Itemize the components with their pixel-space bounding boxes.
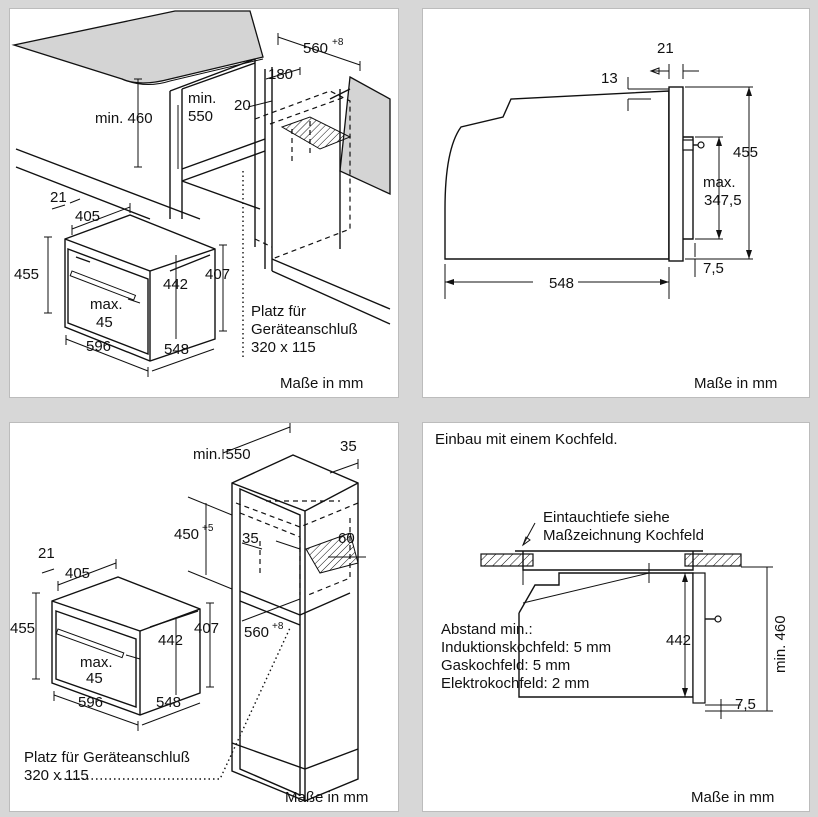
worktop-left xyxy=(480,553,534,567)
panel-title: Einbau mit einem Kochfeld. xyxy=(435,431,618,448)
dim-455: 455 xyxy=(733,144,758,161)
dim-min550: min. 550 xyxy=(193,446,251,463)
dim-60: 60 xyxy=(338,530,355,547)
diagram-tall-cabinet: min. 550 35 450 +5 35 60 560 +8 21 405 4… xyxy=(10,423,366,802)
distance-line: Elektrokochfeld: 2 mm xyxy=(441,675,590,692)
connector-cutout xyxy=(305,532,359,574)
dim-13: 13 xyxy=(601,70,618,87)
connector-note-line: 320 x 115 xyxy=(24,767,89,784)
diagram-side-profile: 21 13 455 max. 347,5 7,5 548 xyxy=(444,40,758,299)
dim-max45-value: 45 xyxy=(86,670,103,687)
oven-illustration xyxy=(51,576,201,716)
dim-max45-label: max. xyxy=(90,296,123,313)
dim-max45-label: max. xyxy=(80,654,113,671)
units-footer: Maße in mm xyxy=(280,375,364,392)
dim-35-top: 35 xyxy=(340,438,357,455)
callout-line: Maßzeichnung Kochfeld xyxy=(543,527,704,544)
distance-requirements: Abstand min.: Induktionskochfeld: 5 mm G… xyxy=(441,621,611,693)
tall-cabinet xyxy=(231,454,359,802)
distance-line: Induktionskochfeld: 5 mm xyxy=(441,639,612,656)
dim-405: 405 xyxy=(65,565,90,582)
dim-21: 21 xyxy=(38,545,55,562)
distance-line: Gaskochfeld: 5 mm xyxy=(441,657,571,674)
dim-442: 442 xyxy=(163,276,188,293)
dim-max3475-value: 347,5 xyxy=(704,192,742,209)
dim-20: 20 xyxy=(234,97,251,114)
dim-450: 450 xyxy=(174,526,199,543)
dim-560-tolerance: +8 xyxy=(272,621,284,632)
dim-548: 548 xyxy=(549,275,574,292)
units-footer: Maße in mm xyxy=(691,789,775,806)
panel-side-view: 21 13 455 max. 347,5 7,5 548 Maße in mm xyxy=(422,8,810,398)
dim-7-5: 7,5 xyxy=(735,696,756,713)
dim-455: 455 xyxy=(10,620,35,637)
connector-cutout xyxy=(280,116,352,150)
dim-560: 560 xyxy=(244,624,269,641)
diagram-cabinet-niche: 560 +8 180 20 min. 550 min. 460 21 405 4… xyxy=(11,10,391,377)
hob-outline xyxy=(515,550,703,571)
oven-side-profile xyxy=(444,90,670,260)
oven-profile xyxy=(518,572,694,698)
connector-note-line: Platz für Geräteanschluß xyxy=(24,749,190,766)
dim-560: 560 xyxy=(303,40,328,57)
dim-455: 455 xyxy=(14,266,39,283)
callout-immersion-depth: Eintauchtiefe siehe Maßzeichnung Kochfel… xyxy=(543,509,704,545)
dim-180: 180 xyxy=(268,66,293,83)
dim-min460: min. 460 xyxy=(772,615,789,673)
oven-front-panel xyxy=(692,572,706,704)
dim-548: 548 xyxy=(164,341,189,358)
dim-596: 596 xyxy=(86,338,111,355)
connector-note: Platz für Geräteanschluß 320 x 115 xyxy=(251,303,358,357)
dim-442: 442 xyxy=(158,632,183,649)
dim-405: 405 xyxy=(75,208,100,225)
dim-21: 21 xyxy=(50,189,67,206)
dim-450-tolerance: +5 xyxy=(202,523,214,534)
dim-min550-value: 550 xyxy=(188,108,213,125)
worktop-right xyxy=(684,553,742,567)
panel-hob-installation: Einbau mit einem Kochfeld. 442 7,5 xyxy=(422,422,810,812)
oven-illustration xyxy=(64,214,216,362)
connector-note: Platz für Geräteanschluß 320 x 115 xyxy=(24,749,190,785)
diagram-hob-section: 442 7,5 min. 460 xyxy=(480,522,789,719)
panel-installation-cabinet-top: 560 +8 180 20 min. 550 min. 460 21 405 4… xyxy=(9,8,399,398)
worktop-left xyxy=(11,10,264,84)
dim-548: 548 xyxy=(156,694,181,711)
dim-596: 596 xyxy=(78,694,103,711)
dim-min460: min. 460 xyxy=(95,110,153,127)
dim-min550-label: min. xyxy=(188,90,216,107)
callout-line: Eintauchtiefe siehe xyxy=(543,509,670,526)
dim-560-tolerance: +8 xyxy=(332,37,344,48)
dim-35-mid: 35 xyxy=(242,530,259,547)
dim-max45-value: 45 xyxy=(96,314,113,331)
distance-line: Abstand min.: xyxy=(441,621,533,638)
dim-407: 407 xyxy=(194,620,219,637)
dim-7-5: 7,5 xyxy=(703,260,724,277)
dim-442: 442 xyxy=(666,632,691,649)
panel-installation-tall-cabinet: min. 550 35 450 +5 35 60 560 +8 21 405 4… xyxy=(9,422,399,812)
dim-max3475-label: max. xyxy=(703,174,736,191)
connector-note-line: Geräteanschluß xyxy=(251,321,358,338)
dim-407: 407 xyxy=(205,266,230,283)
units-footer: Maße in mm xyxy=(694,375,778,392)
dim-21: 21 xyxy=(657,40,674,57)
oven-front-panel xyxy=(668,86,684,262)
connector-note-line: Platz für xyxy=(251,303,307,320)
connector-note-line: 320 x 115 xyxy=(251,339,316,356)
units-footer: Maße in mm xyxy=(285,789,369,806)
